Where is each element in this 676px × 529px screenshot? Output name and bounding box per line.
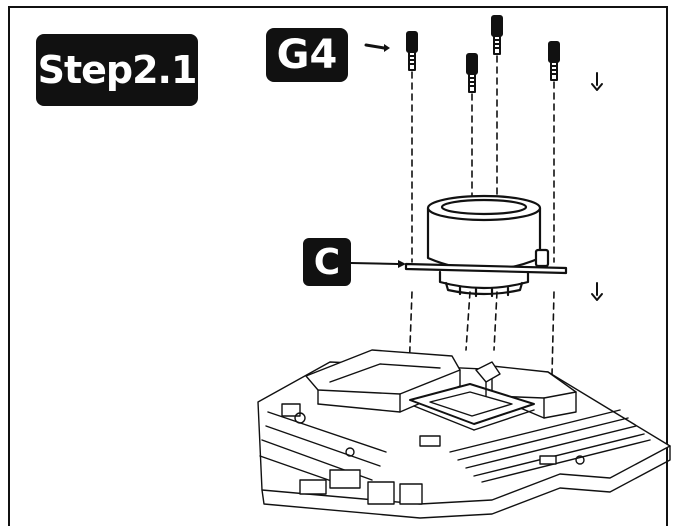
step-label: Step2.1: [36, 34, 198, 106]
screw-icon: [548, 41, 560, 81]
alignment-guide-lines: [407, 55, 555, 401]
screw-pointer-arrow-icon: [364, 43, 390, 52]
pump-head: [404, 194, 568, 298]
screw-icon: [406, 31, 418, 71]
screw-icon: [466, 53, 478, 93]
pump-part-label: C: [303, 238, 351, 286]
arrow-down-icon: [591, 282, 603, 301]
screw-icon: [491, 15, 503, 55]
arrow-down-icon: [591, 72, 603, 91]
pump-pointer-arrow-icon: [350, 260, 406, 268]
motherboard: [257, 349, 671, 519]
diagram-frame: [8, 6, 668, 526]
screw-part-label: G4: [266, 28, 348, 82]
